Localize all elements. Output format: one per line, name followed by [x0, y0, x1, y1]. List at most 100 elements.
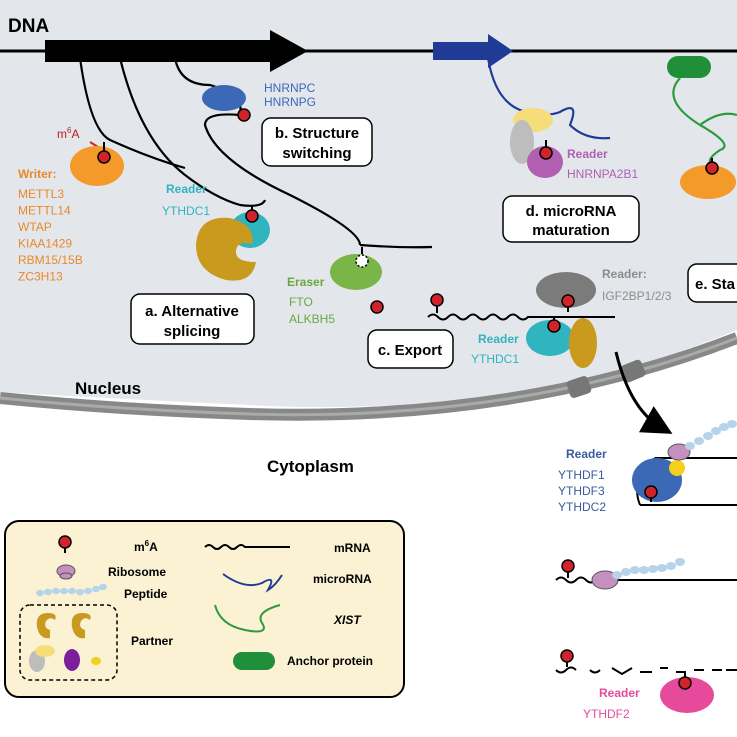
m6a-mark	[237, 108, 251, 122]
reader-cyto-title: Reader	[566, 447, 607, 461]
box-e: e. Sta	[695, 276, 736, 293]
legend-box	[4, 520, 405, 698]
hnrnp-protein	[202, 85, 246, 111]
writer-item: ZC3H13	[18, 270, 63, 284]
peptide-bead	[657, 564, 667, 572]
reader-ythdf3: YTHDF3	[558, 484, 605, 498]
eraser-title: Eraser	[287, 275, 325, 289]
peptide-bead	[92, 585, 100, 593]
box-microrna-maturation	[502, 195, 640, 243]
m6a-label: m6A	[57, 126, 79, 141]
writer-item: METTL3	[18, 187, 64, 201]
ythdf2-protein	[660, 677, 714, 713]
partner-gray	[510, 120, 534, 164]
export-mrna	[427, 313, 615, 321]
microrna-strand	[486, 57, 611, 140]
reader-splice-name: YTHDC1	[162, 204, 210, 218]
peptide-bead	[76, 588, 84, 596]
reader-decay-name: YTHDF2	[583, 707, 630, 721]
m6a-mark	[430, 293, 444, 307]
legend-partner-gold-2	[71, 613, 91, 639]
hnrnpa2b1-protein	[527, 146, 563, 178]
legend-partner-purple	[64, 649, 80, 671]
legend-microrna-icon	[222, 573, 283, 593]
m6a-mark	[561, 559, 575, 573]
box-b-line2: switching	[282, 145, 351, 162]
writer-item: RBM15/15B	[18, 253, 83, 267]
peptide-bead	[675, 558, 685, 566]
peptide-bead	[719, 423, 729, 431]
writer-item: METTL14	[18, 204, 71, 218]
legend-partner-yellow	[35, 645, 55, 657]
nucleus-label: Nucleus	[75, 379, 141, 398]
peptide-bead	[711, 427, 721, 435]
peptide-bead	[68, 587, 76, 595]
nuclear-envelope-highlight	[0, 336, 737, 417]
peptide-bead	[685, 442, 695, 450]
peptide-bead	[36, 589, 44, 597]
eraser-protein	[330, 254, 382, 290]
hnrnpg-label: HNRNPG	[264, 95, 316, 109]
m6a-mark	[705, 161, 719, 175]
m6a-mark	[678, 676, 692, 690]
nuclear-pore	[566, 376, 592, 398]
reader-export-name: YTHDC1	[471, 352, 519, 366]
pre-mrna-2	[118, 57, 267, 207]
box-c: c. Export	[378, 342, 442, 359]
box-stability	[687, 263, 737, 303]
ribosome-cyto	[667, 443, 691, 461]
legend-mrna-label: mRNA	[334, 541, 371, 555]
box-export	[367, 329, 454, 369]
m6a-mark	[539, 146, 553, 160]
box-d-line1: d. microRNA	[526, 203, 617, 220]
xist-reader-protein	[680, 165, 736, 199]
peptide-bead	[99, 583, 107, 591]
translation-mrna-2	[555, 576, 737, 584]
peptide-bead	[703, 432, 713, 440]
partner-export	[569, 318, 597, 368]
legend-anchor-label: Anchor protein	[287, 654, 373, 668]
peptide-bead	[666, 562, 676, 570]
writer-item: WTAP	[18, 220, 52, 234]
legend-anchor-icon	[233, 652, 275, 670]
legend-m6a-icon	[58, 535, 72, 549]
reader-ythdf1: YTHDF1	[558, 468, 605, 482]
legend-ribosome-label: Ribosome	[108, 565, 166, 579]
reader-decay-title: Reader	[599, 686, 640, 700]
reader-splice-title: Reader	[166, 182, 207, 196]
m6a-mark	[644, 485, 658, 499]
legend-xist-label: XIST	[333, 613, 362, 627]
dna-gene-arrow	[45, 30, 308, 72]
box-structure-switching	[261, 117, 373, 167]
peptide-bead	[60, 587, 68, 595]
legend-partner-label: Partner	[131, 634, 173, 648]
reader-igf-title: Reader:	[602, 267, 647, 281]
peptide-bead	[630, 566, 640, 574]
writer-title: Writer:	[18, 167, 56, 181]
reader-mirna-name: HNRNPA2B1	[567, 167, 638, 181]
box-b-line1: b. Structure	[275, 125, 359, 142]
legend-xist-icon	[214, 604, 281, 633]
free-m6a	[370, 300, 384, 314]
cytoplasm-label: Cytoplasm	[267, 457, 354, 476]
pre-mrna-1	[78, 57, 186, 170]
m6a-mark	[561, 294, 575, 308]
pre-mrna-3	[173, 57, 433, 249]
legend-peptide-label: Peptide	[124, 587, 168, 601]
reader-export-title: Reader	[478, 332, 519, 346]
peptide-chain-1	[685, 420, 737, 450]
box-a-line1: a. Alternative	[145, 303, 239, 320]
ribosome-2	[591, 570, 619, 590]
box-alternative-splicing	[130, 293, 255, 345]
peptide-bead	[84, 587, 92, 595]
writer-item: KIAA1429	[18, 237, 72, 251]
anchor-protein	[667, 56, 711, 78]
xist-strand	[672, 77, 737, 166]
peptide-bead	[621, 568, 631, 576]
ythdc1-export-protein	[526, 320, 574, 356]
reader-mirna-title: Reader	[567, 147, 608, 161]
dna-label: DNA	[8, 16, 49, 37]
reader-ythdc2: YTHDC2	[558, 500, 606, 514]
legend-mrna-icon	[204, 544, 290, 550]
